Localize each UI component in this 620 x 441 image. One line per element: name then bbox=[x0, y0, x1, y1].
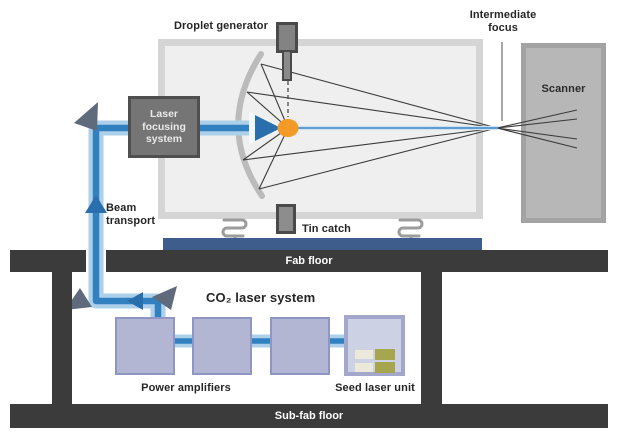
droplet-generator-nozzle bbox=[282, 52, 292, 81]
vessel-platform bbox=[163, 238, 482, 250]
fold-mirror-top-left bbox=[74, 102, 98, 131]
spring-right bbox=[397, 218, 424, 238]
droplet-generator-label: Droplet generator bbox=[174, 20, 268, 32]
droplet-generator-head bbox=[276, 22, 298, 53]
beam-transport-label: Beam transport bbox=[106, 202, 156, 227]
fab-floor-right-segment bbox=[106, 250, 608, 272]
tin-catch-label: Tin catch bbox=[302, 223, 351, 235]
seed-laser-unit-label: Seed laser unit bbox=[335, 382, 415, 394]
power-amplifier-2 bbox=[192, 317, 252, 375]
plasma-arrowhead bbox=[255, 115, 281, 141]
power-amplifier-3 bbox=[270, 317, 330, 375]
laser-focusing-system-label: Laser focusing system bbox=[142, 108, 186, 146]
intermediate-focus-label: Intermediate focus bbox=[469, 9, 537, 34]
spring-left bbox=[221, 218, 248, 238]
power-amplifiers-label: Power amplifiers bbox=[141, 382, 231, 394]
beam-left-arrowhead bbox=[127, 292, 143, 310]
tin-plasma-dot bbox=[277, 119, 299, 137]
sub-fab-floor-bar: Sub-fab floor bbox=[10, 404, 608, 428]
power-amplifier-1 bbox=[115, 317, 175, 375]
co2-laser-system-label: CO₂ laser system bbox=[206, 290, 316, 305]
right-wall-post bbox=[421, 272, 442, 404]
seed-laser-detail-olive-2 bbox=[375, 362, 395, 373]
seed-laser-detail-cream-2 bbox=[355, 363, 373, 372]
fab-floor-left-segment bbox=[10, 250, 86, 272]
beam-up-arrowhead bbox=[85, 195, 107, 213]
left-wall-post bbox=[52, 272, 72, 404]
focus-to-scanner-rays bbox=[496, 109, 578, 149]
scanner-label: Scanner bbox=[541, 83, 586, 95]
tin-catch-box bbox=[276, 204, 296, 234]
fold-mirror-subfab-right bbox=[152, 286, 177, 310]
seed-laser-detail-olive-1 bbox=[375, 349, 395, 360]
collector-to-focus-rays bbox=[242, 63, 498, 190]
laser-focusing-system-box: Laser focusing system bbox=[128, 96, 200, 158]
fab-floor-label: Fab floor bbox=[285, 255, 333, 267]
seed-laser-detail-cream-1 bbox=[355, 350, 373, 359]
